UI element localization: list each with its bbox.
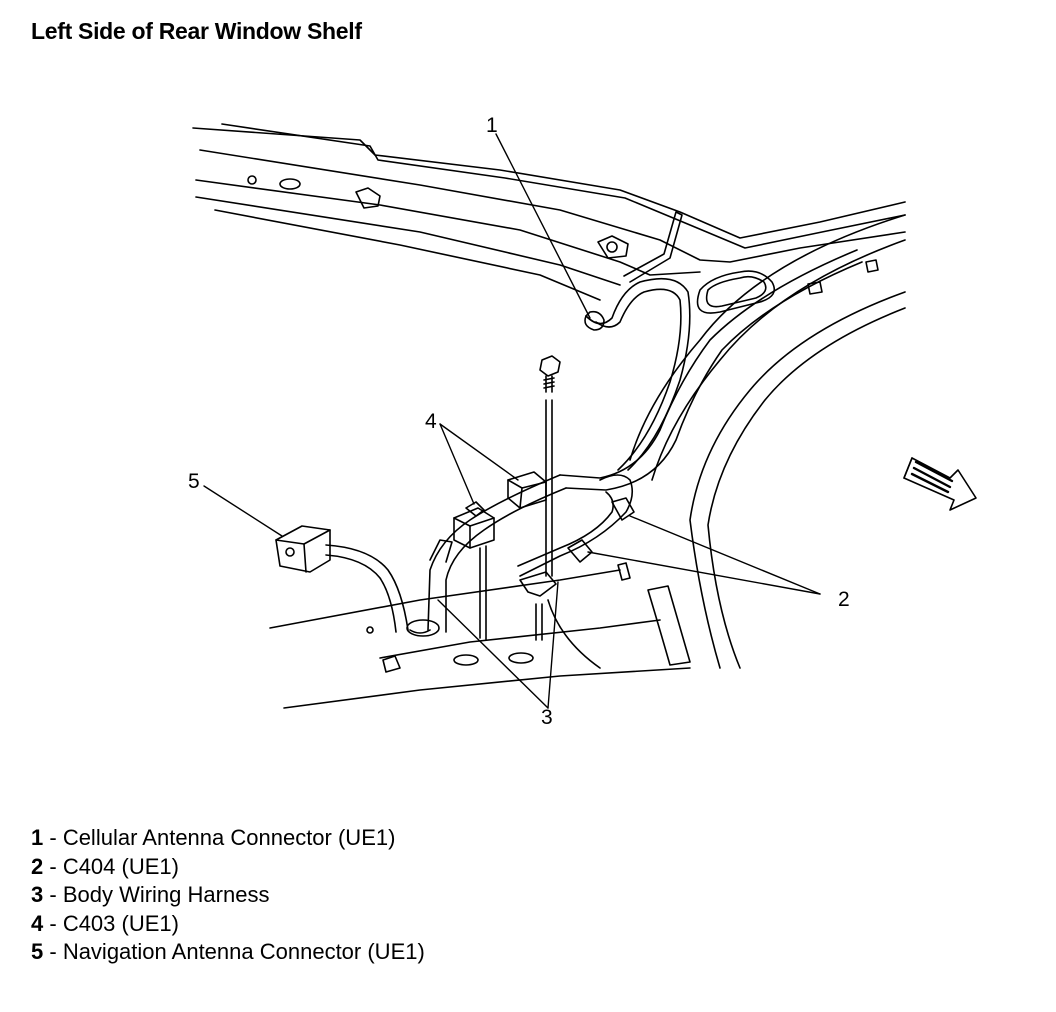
legend-label: C403 (UE1) <box>62 910 179 936</box>
callout-leaders <box>203 133 821 709</box>
quarter-panel-trim <box>617 214 906 669</box>
diagram-title: Left Side of Rear Window Shelf <box>31 18 362 44</box>
fastener-bolt <box>519 355 561 641</box>
antenna-cables <box>584 211 691 471</box>
legend-separator: - <box>43 882 63 907</box>
navigation-antenna-cable <box>325 544 440 637</box>
legend-number: 2 <box>31 853 44 879</box>
legend-number: 3 <box>31 882 44 907</box>
legend-separator: - <box>43 853 63 879</box>
legend-number: 1 <box>31 825 44 850</box>
legend-item-5: 5 - Navigation Antenna Connector (UE1) <box>31 938 425 967</box>
legend-label: Body Wiring Harness <box>62 882 270 907</box>
callout-3: 3 <box>541 706 553 729</box>
upper-shelf-panel <box>192 123 906 301</box>
legend-separator: - <box>43 939 63 964</box>
legend-separator: - <box>43 910 63 936</box>
callout-4: 4 <box>425 410 437 433</box>
callout-5: 5 <box>188 470 200 493</box>
shelf-floor <box>269 569 691 709</box>
legend-label: C404 (UE1) <box>62 853 179 879</box>
navigation-antenna-connector <box>275 525 331 573</box>
callout-2: 2 <box>838 588 850 611</box>
front-direction-arrow-icon <box>903 457 977 511</box>
legend: 1 - Cellular Antenna Connector (UE1) 2 -… <box>31 824 425 967</box>
legend-separator: - <box>43 825 63 850</box>
legend-item-1: 1 - Cellular Antenna Connector (UE1) <box>31 824 425 853</box>
legend-item-4: 4 - C403 (UE1) <box>31 910 425 939</box>
c403-connectors <box>453 471 547 641</box>
callout-1: 1 <box>486 114 498 137</box>
legend-label: Navigation Antenna Connector (UE1) <box>62 939 425 964</box>
legend-item-2: 2 - C404 (UE1) <box>31 853 425 882</box>
legend-item-3: 3 - Body Wiring Harness <box>31 881 425 910</box>
legend-label: Cellular Antenna Connector (UE1) <box>62 825 396 850</box>
legend-number: 5 <box>31 939 44 964</box>
legend-number: 4 <box>31 910 44 936</box>
body-wiring-harness <box>409 249 863 634</box>
